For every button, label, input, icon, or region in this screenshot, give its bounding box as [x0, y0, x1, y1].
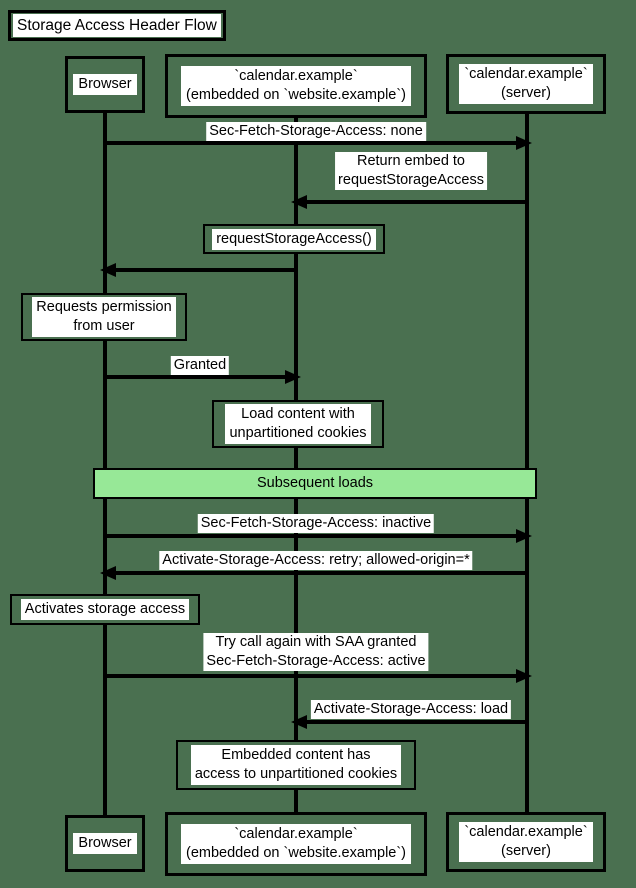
band-text-subsequent-loads: Subsequent loads — [256, 475, 374, 491]
message-label-m4: Granted — [170, 356, 230, 375]
arrow-head-m3 — [100, 263, 116, 277]
note-text-requests-permission: Requests permission from user — [32, 297, 176, 337]
note-load-content: Load content with unpartitioned cookies — [212, 400, 384, 448]
actor-box-browser-top[interactable]: Browser — [65, 56, 145, 113]
arrow-head-m7 — [516, 669, 532, 683]
note-activates-storage-access: Activates storage access — [10, 594, 200, 625]
diagram-title-text: Storage Access Header Flow — [13, 14, 221, 37]
message-label-m8: Activate-Storage-Access: load — [310, 700, 512, 719]
band-subsequent-loads: Subsequent loads — [93, 468, 537, 499]
note-text-activates-storage-access: Activates storage access — [20, 599, 190, 620]
actor-box-browser-bottom[interactable]: Browser — [65, 815, 145, 872]
arrow-head-m5 — [516, 529, 532, 543]
note-embedded-content-access: Embedded content has access to unpartiti… — [176, 740, 416, 790]
arrow-head-m4 — [285, 370, 301, 384]
actor-box-embed-top[interactable]: `calendar.example` (embedded on `website… — [165, 54, 427, 118]
actor-label-server-bottom: `calendar.example` (server) — [459, 822, 593, 862]
actor-label-embed-bottom: `calendar.example` (embedded on `website… — [180, 824, 412, 864]
message-label-m2: Return embed to requestStorageAccess — [335, 152, 487, 190]
note-text-load-content: Load content with unpartitioned cookies — [225, 404, 371, 444]
diagram-title: Storage Access Header Flow — [8, 10, 226, 41]
actor-label-server: `calendar.example` (server) — [459, 64, 593, 104]
message-label-m7: Try call again with SAA granted Sec-Fetc… — [203, 633, 429, 671]
arrow-head-m1 — [516, 136, 532, 150]
arrow-head-m6 — [100, 566, 116, 580]
message-label-m3: requestStorageAccess() — [212, 228, 376, 250]
actor-label-browser: Browser — [73, 74, 137, 95]
note-requests-permission: Requests permission from user — [21, 293, 187, 341]
message-label-m1: Sec-Fetch-Storage-Access: none — [206, 122, 426, 141]
message-label-m6: Activate-Storage-Access: retry; allowed-… — [159, 551, 473, 570]
message-label-m5: Sec-Fetch-Storage-Access: inactive — [197, 514, 435, 533]
note-text-embedded-content-access: Embedded content has access to unpartiti… — [190, 745, 402, 785]
arrow-head-m2 — [291, 195, 307, 209]
actor-label-embed: `calendar.example` (embedded on `website… — [180, 66, 412, 106]
message-label-box-m3: requestStorageAccess() — [203, 224, 385, 254]
arrow-head-m8 — [291, 715, 307, 729]
actor-box-server-top[interactable]: `calendar.example` (server) — [446, 54, 606, 114]
actor-box-embed-bottom[interactable]: `calendar.example` (embedded on `website… — [165, 812, 427, 876]
actor-label-browser-bottom: Browser — [73, 833, 137, 854]
actor-box-server-bottom[interactable]: `calendar.example` (server) — [446, 812, 606, 872]
